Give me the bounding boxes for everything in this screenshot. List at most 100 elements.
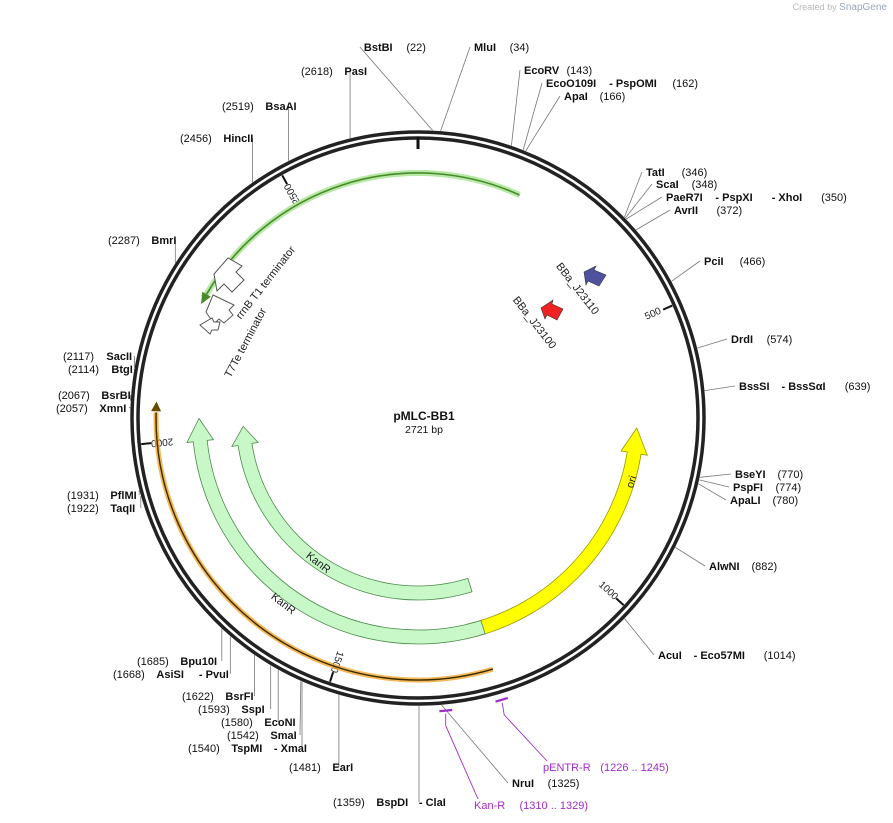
site-label-pspfi[interactable]: PspFI(774) bbox=[733, 482, 801, 494]
leader-line-tati bbox=[624, 171, 643, 218]
site-position-text: (574) bbox=[767, 334, 793, 346]
site-label-sspi[interactable]: (1593)SspI bbox=[198, 704, 265, 716]
site-label-pflmi[interactable]: (1931)PflMI bbox=[67, 490, 137, 502]
site-name-text: - PspXI bbox=[715, 192, 752, 204]
site-label-ecorv[interactable]: EcoRV(143) bbox=[524, 65, 592, 77]
site-name-text: ScaI bbox=[656, 179, 679, 191]
green-arc-head bbox=[201, 291, 211, 305]
site-label-smai[interactable]: (1542)SmaI bbox=[227, 730, 297, 742]
ori-label: ori bbox=[624, 474, 639, 489]
site-position-text: (1014) bbox=[764, 650, 796, 662]
site-label-paer7i[interactable]: PaeR7I- PspXI- XhoI(350) bbox=[666, 192, 847, 204]
site-label-bsssi[interactable]: BssSI- BssSαI(639) bbox=[739, 381, 870, 393]
site-name-text: ApaI bbox=[564, 91, 588, 103]
primer-label-kan-r[interactable]: Kan-R(1310 .. 1329) bbox=[474, 800, 588, 812]
site-position-text: (162) bbox=[672, 78, 698, 90]
site-position-text: (372) bbox=[717, 205, 743, 217]
leader-line-ecoo109i bbox=[522, 82, 543, 151]
site-label-sacii[interactable]: (2117)SacII bbox=[63, 351, 132, 363]
site-position-text: (2456) bbox=[180, 133, 212, 145]
site-label-taqii[interactable]: (1922) TaqII bbox=[67, 503, 135, 515]
site-name-text: - Eco57MI bbox=[694, 650, 745, 662]
site-name-text: EcoNI bbox=[264, 717, 295, 729]
leader-line-smai bbox=[299, 681, 302, 736]
credit-prefix: Created by bbox=[792, 2, 837, 12]
site-name-text: - PspOMI bbox=[609, 78, 657, 90]
site-name-text: EcoRV bbox=[524, 65, 560, 77]
site-name-text: BsaAI bbox=[265, 101, 296, 113]
site-label-pasi[interactable]: (2618)PasI bbox=[301, 66, 367, 78]
site-position-text: (1593) bbox=[198, 704, 230, 716]
site-label-drdi[interactable]: DrdI(574) bbox=[731, 334, 792, 346]
site-label-btgi[interactable]: (2114)BtgI bbox=[68, 364, 133, 376]
site-name-text: BmrI bbox=[151, 235, 176, 247]
site-name-text: MluI bbox=[474, 42, 496, 54]
site-position-text: (639) bbox=[845, 381, 871, 393]
site-name-text: AvrII bbox=[674, 205, 698, 217]
site-position-text: (466) bbox=[740, 256, 766, 268]
tick-label-2000: 2000 bbox=[150, 435, 174, 448]
tick-mark-2000 bbox=[141, 442, 152, 446]
promoter-red-arrow bbox=[540, 299, 564, 321]
site-label-bstbi[interactable]: BstBI(22) bbox=[364, 42, 426, 54]
site-label-bsaai[interactable]: (2519)BsaAI bbox=[222, 101, 297, 113]
site-label-bseyi[interactable]: BseYI(770) bbox=[735, 469, 803, 481]
site-name-text: TaqII bbox=[110, 503, 135, 515]
rrnb-terminator-arrow bbox=[213, 257, 245, 293]
leader-line-paer7i bbox=[625, 196, 663, 220]
site-label-econi[interactable]: (1580)EcoNI bbox=[221, 717, 296, 729]
site-label-ecoo109i[interactable]: EcoO109I- PspOMI(162) bbox=[546, 78, 698, 90]
site-label-eari[interactable]: (1481)EarI bbox=[289, 762, 353, 774]
site-label-apai[interactable]: ApaI(166) bbox=[564, 91, 625, 103]
created-by-credit: Created by SnapGene bbox=[793, 2, 887, 13]
primer-leader-1 bbox=[501, 702, 548, 762]
site-name-text: PspFI bbox=[733, 482, 763, 494]
leader-line-nrui bbox=[441, 704, 509, 784]
site-label-bspdi[interactable]: (1359)BspDI- ClaI bbox=[333, 797, 446, 809]
site-label-bpu10i[interactable]: (1685)Bpu10I bbox=[137, 656, 217, 668]
site-label-bmri[interactable]: (2287)BmrI bbox=[108, 235, 176, 247]
site-position-text: (1481) bbox=[289, 762, 321, 774]
site-name-text: PflMI bbox=[110, 490, 136, 502]
site-label-bsrbi[interactable]: (2067)BsrBI bbox=[58, 390, 131, 402]
leader-line-scai bbox=[624, 183, 653, 219]
site-label-bsrfi[interactable]: (1622)BsrFI bbox=[182, 691, 254, 703]
site-label-xmni[interactable]: (2057)XmnI bbox=[56, 403, 126, 415]
site-name-text: BstBI bbox=[364, 42, 393, 54]
primer-name-text: pENTR-R bbox=[543, 762, 591, 774]
primer-label-pentr-r[interactable]: pENTR-R (1226 .. 1245) bbox=[543, 762, 669, 774]
site-label-pcii[interactable]: PciI(466) bbox=[704, 256, 765, 268]
site-name-text: PaeR7I bbox=[666, 192, 703, 204]
site-label-asisi[interactable]: (1668)AsiSI- PvuI bbox=[113, 669, 229, 681]
site-label-alwni[interactable]: AlwNI(882) bbox=[709, 561, 777, 573]
t7te-terminator-arrow bbox=[199, 317, 221, 335]
site-label-tati[interactable]: TatI(346) bbox=[646, 167, 707, 179]
site-name-text: TspMI bbox=[231, 743, 262, 755]
site-position-text: (2618) bbox=[301, 66, 333, 78]
green-arc-line bbox=[205, 172, 520, 295]
site-name-text: - XhoI bbox=[772, 192, 803, 204]
primer-range-text: (1226 .. 1245) bbox=[600, 762, 669, 774]
site-label-tspmi[interactable]: (1540)TspMI- XmaI bbox=[188, 743, 307, 755]
site-label-hincii[interactable]: (2456)HincII bbox=[180, 133, 253, 145]
site-label-avrii[interactable]: AvrII (372) bbox=[674, 205, 742, 217]
tick-mark-2500 bbox=[281, 174, 288, 185]
leader-line-apali bbox=[698, 483, 727, 501]
site-position-text: (1359) bbox=[333, 797, 365, 809]
leader-line-bseyi bbox=[699, 473, 732, 478]
site-label-acui[interactable]: AcuI- Eco57MI(1014) bbox=[658, 650, 795, 662]
site-labels: BstBI(22)MluI(34)EcoRV(143)EcoO109I- Psp… bbox=[56, 42, 870, 812]
site-name-text: BsrBI bbox=[101, 390, 130, 402]
site-label-nrui[interactable]: NruI(1325) bbox=[512, 778, 579, 790]
site-label-apali[interactable]: ApaLI(780) bbox=[730, 495, 798, 507]
site-position-text: (2117) bbox=[63, 351, 94, 363]
rrnb-terminator-arrow-2 bbox=[205, 294, 235, 325]
site-label-mlui[interactable]: MluI(34) bbox=[474, 42, 529, 54]
plasmid-name: pMLC-BB1 bbox=[393, 409, 455, 423]
site-position-text: (1922) bbox=[67, 503, 99, 515]
site-label-scai[interactable]: ScaI(348) bbox=[656, 179, 717, 191]
kanr-arrow-outer bbox=[186, 417, 486, 645]
leader-line-pspfi bbox=[699, 479, 730, 488]
site-position-text: (346) bbox=[682, 167, 708, 179]
site-position-text: (1325) bbox=[548, 778, 580, 790]
